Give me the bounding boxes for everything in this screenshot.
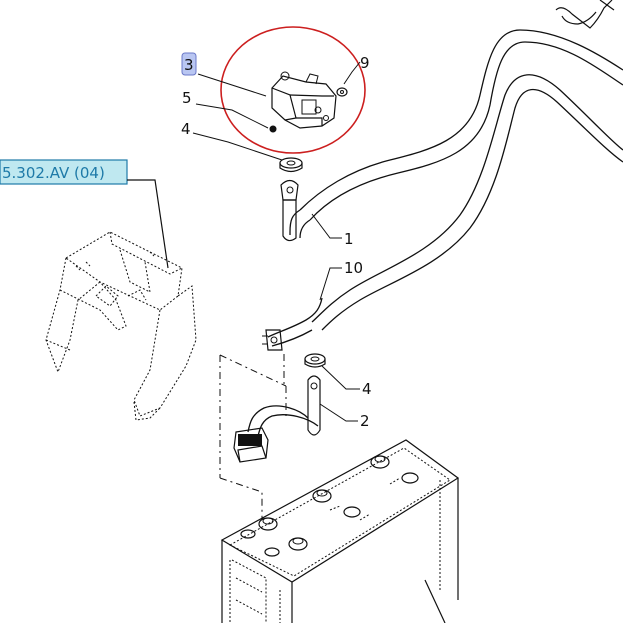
callout-10[interactable]: 10	[344, 259, 363, 277]
cable-2	[247, 375, 321, 437]
nut-4-upper	[279, 157, 303, 173]
callout-3-highlight	[181, 52, 197, 76]
relay-assembly	[271, 71, 337, 129]
callout-1[interactable]: 1	[344, 230, 354, 248]
battery-leader	[424, 579, 446, 624]
callout-4-lower[interactable]: 4	[362, 380, 372, 398]
callout-5[interactable]: 5	[182, 89, 192, 107]
reference-box[interactable]	[0, 159, 128, 185]
main-cable-upper	[299, 29, 623, 221]
nut-4-lower	[304, 353, 326, 368]
callout-4-upper[interactable]: 4	[181, 120, 191, 138]
callout-2[interactable]: 2	[360, 412, 370, 430]
callout-3[interactable]: 3	[181, 52, 197, 76]
washer-9	[336, 87, 348, 97]
battery-terminals	[240, 455, 419, 557]
reference-leader	[127, 179, 169, 269]
leader-lines	[192, 61, 361, 422]
reference-link[interactable]: 5.302.AV (04)	[0, 159, 128, 185]
callout-3-label[interactable]: 3	[184, 56, 194, 74]
cable-10	[262, 297, 323, 351]
assembly-lines	[219, 354, 287, 520]
reference-label[interactable]: 5.302.AV (04)	[2, 164, 105, 182]
terminal-cover	[233, 427, 269, 463]
battery	[220, 439, 460, 623]
nut-5	[269, 125, 277, 133]
battery-bracket	[45, 231, 197, 421]
main-cable-lower	[311, 74, 623, 331]
top-right-component	[555, 0, 615, 29]
highlight-circle	[220, 26, 366, 154]
cable-1-terminal	[280, 179, 311, 242]
callout-9[interactable]: 9	[360, 54, 370, 72]
